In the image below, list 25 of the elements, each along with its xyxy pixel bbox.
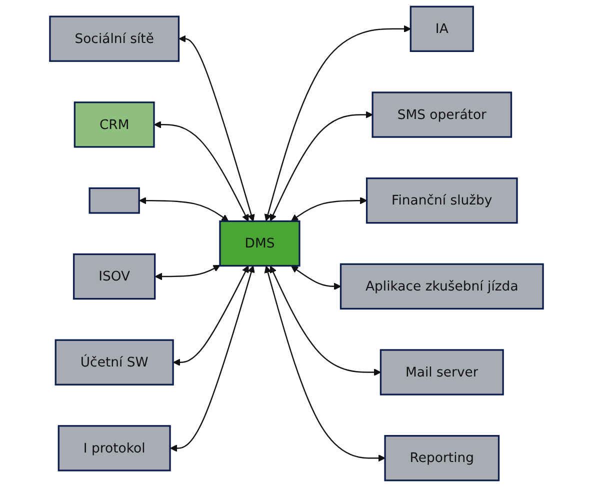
node-box: Sociální sítě [49,16,180,62]
node-box: ISOV [73,253,156,300]
arrow [170,265,255,452]
arrow [139,196,229,222]
arrow [270,111,373,222]
node-box: SMS operátor [372,92,512,138]
node-box: CRM [74,102,155,148]
arrow [264,25,411,222]
node-box: Finanční služby [366,177,518,224]
node-box: Aplikace zkušební jízda [340,263,544,310]
arrow [291,196,368,222]
node-box: Účetní SW [54,339,174,386]
arrow [270,266,382,376]
node-box: IA [410,6,474,52]
node-box: Reporting [384,435,500,482]
arrow [173,265,249,366]
arrow [154,121,249,222]
arrow [291,266,342,290]
node-box: Mail server [380,349,504,396]
arrow [178,35,255,222]
arrow [154,264,220,280]
arrow [264,266,386,462]
node-box: I protokol [58,425,171,472]
node-box: DMS [219,220,300,267]
node-box [88,187,140,214]
